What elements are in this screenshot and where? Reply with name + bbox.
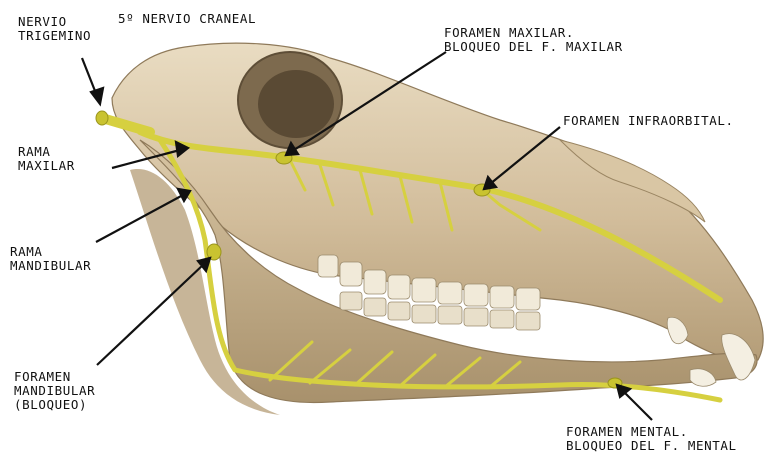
label-foramen-infraorbital: FORAMEN INFRAORBITAL. xyxy=(563,114,734,128)
label-line: BLOQUEO DEL F. MAXILAR xyxy=(444,40,623,54)
label-rama-mandibular: RAMA MANDIBULAR xyxy=(10,245,91,273)
title-label: 5º NERVIO CRANEAL xyxy=(118,12,256,26)
label-foramen-maxilar: FORAMEN MAXILAR. BLOQUEO DEL F. MAXILAR xyxy=(444,26,623,54)
label-line: FORAMEN MAXILAR. xyxy=(444,26,623,40)
label-line: FORAMEN INFRAORBITAL. xyxy=(563,114,734,128)
label-rama-maxilar: RAMA MAXILAR xyxy=(18,145,75,173)
eye-orbit-inner xyxy=(258,70,334,138)
label-foramen-mandibular: FORAMEN MANDIBULAR (BLOQUEO) xyxy=(14,370,95,412)
trigeminal-root-marker xyxy=(96,111,108,125)
label-line: BLOQUEO DEL F. MENTAL xyxy=(566,439,737,453)
label-line: TRIGEMINO xyxy=(18,29,91,43)
label-nervio-trigemino: NERVIO TRIGEMINO xyxy=(18,15,91,43)
label-line: RAMA xyxy=(18,145,75,159)
label-line: NERVIO xyxy=(18,15,91,29)
label-line: (BLOQUEO) xyxy=(14,398,95,412)
label-line: MANDIBULAR xyxy=(10,259,91,273)
label-line: FORAMEN MENTAL. xyxy=(566,425,737,439)
label-foramen-mental: FORAMEN MENTAL. BLOQUEO DEL F. MENTAL xyxy=(566,425,737,453)
label-line: FORAMEN xyxy=(14,370,95,384)
label-line: MANDIBULAR xyxy=(14,384,95,398)
label-line: RAMA xyxy=(10,245,91,259)
skull-cranium xyxy=(112,43,763,362)
label-line: MAXILAR xyxy=(18,159,75,173)
